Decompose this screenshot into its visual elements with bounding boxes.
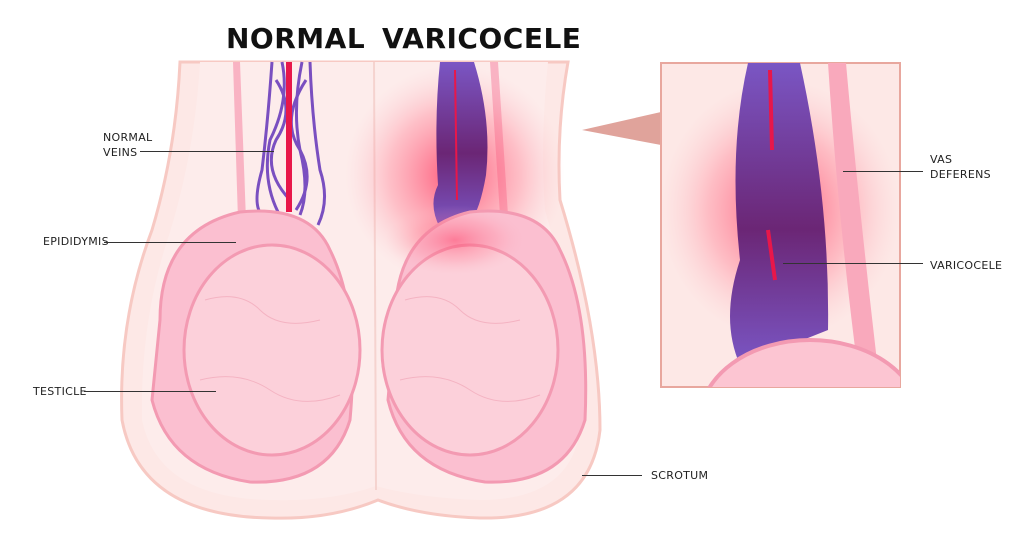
label-scrotum: SCROTUM <box>651 469 709 482</box>
leader-vas-deferens <box>843 171 923 172</box>
label-testicle: TESTICLE <box>33 385 87 398</box>
leader-testicle <box>84 391 216 392</box>
normal-testicle-shape <box>150 209 362 484</box>
leader-varicocele <box>783 263 923 264</box>
leader-normal-veins <box>140 151 274 152</box>
leader-epididymis <box>104 242 236 243</box>
normal-artery <box>286 62 292 212</box>
inset-magnified-view <box>660 62 901 388</box>
label-vas-deferens: VAS DEFERENS <box>930 153 991 181</box>
label-normal-veins: NORMAL VEINS <box>103 131 153 159</box>
leader-scrotum <box>582 475 642 476</box>
label-epididymis: EPIDIDYMIS <box>43 235 109 248</box>
normal-veins-illustration <box>255 61 326 226</box>
varicocele-veins-illustration <box>433 62 488 228</box>
zoom-pointer <box>582 112 661 145</box>
varicocele-testicle-shape <box>380 209 588 484</box>
title-varicocele: VARICOCELE <box>382 22 582 55</box>
label-varicocele: VARICOCELE <box>930 259 1003 272</box>
title-normal: NORMAL <box>226 22 366 55</box>
